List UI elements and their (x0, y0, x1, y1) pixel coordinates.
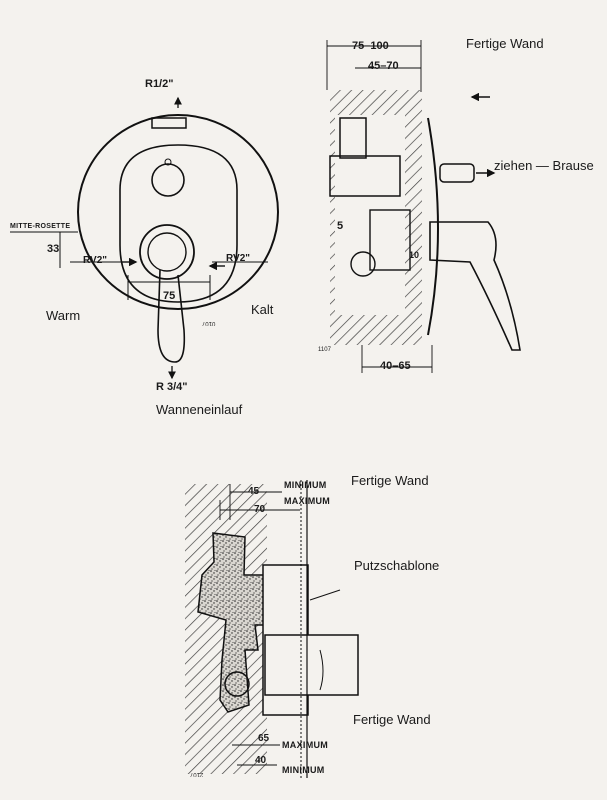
kalt-label: Kalt (251, 302, 274, 317)
diverter-knob (151, 163, 185, 197)
lever-side (429, 221, 521, 351)
offset-dim-label: 33 (47, 243, 60, 255)
rv-left-label: RV2" (83, 255, 108, 266)
template-code-label: 2107 (190, 771, 204, 777)
template-maximum-top: MAXIMUM (284, 496, 331, 506)
side-dim-outer: 75–100 (352, 40, 389, 52)
template-dim-45: 45 (248, 486, 260, 497)
template-wall-top: Fertige Wand (351, 473, 429, 488)
valve-body-stipple (197, 532, 266, 713)
handle-ring-outer (139, 224, 195, 280)
template-dim-70: 70 (254, 504, 266, 515)
template-putzschablone: Putzschablone (354, 558, 440, 573)
side-dim-10: 10 (409, 250, 420, 260)
lever (157, 269, 186, 363)
template-maximum-bottom: MAXIMUM (282, 740, 329, 750)
front-code-label: 0107 (202, 320, 216, 326)
side-dim-inner: 45–70 (368, 60, 399, 72)
top-inlet (151, 117, 187, 129)
side-wall-label: Fertige Wand (466, 36, 544, 51)
center-dim-label: 75 (163, 290, 176, 302)
side-pull-label: ziehen — Brause (494, 158, 594, 173)
handle-ring-inner (147, 232, 187, 272)
side-dim-small: 5 (337, 220, 344, 232)
mitte-rosette-label: MITTE-ROSETTE (10, 223, 71, 230)
template-dim-65: 65 (258, 733, 270, 744)
front-caption: Wanneneinlauf (156, 402, 243, 417)
side-code-label: 1107 (318, 347, 331, 353)
template-minimum-top: MINIMUM (284, 480, 327, 490)
rv-right-label: RV2" (226, 253, 251, 264)
valve-body-side (339, 117, 367, 159)
inlet-top-label: R1/2" (145, 78, 174, 90)
warm-label: Warm (46, 308, 81, 323)
side-dim-bottom: 40–65 (380, 360, 411, 372)
template-minimum-bottom: MINIMUM (282, 765, 325, 775)
rosette-outline (77, 114, 279, 310)
template-dim-40: 40 (255, 755, 267, 766)
inner-plate (119, 144, 238, 303)
outlet-label: R 3/4" (156, 381, 188, 393)
template-wall-bottom: Fertige Wand (353, 712, 431, 727)
